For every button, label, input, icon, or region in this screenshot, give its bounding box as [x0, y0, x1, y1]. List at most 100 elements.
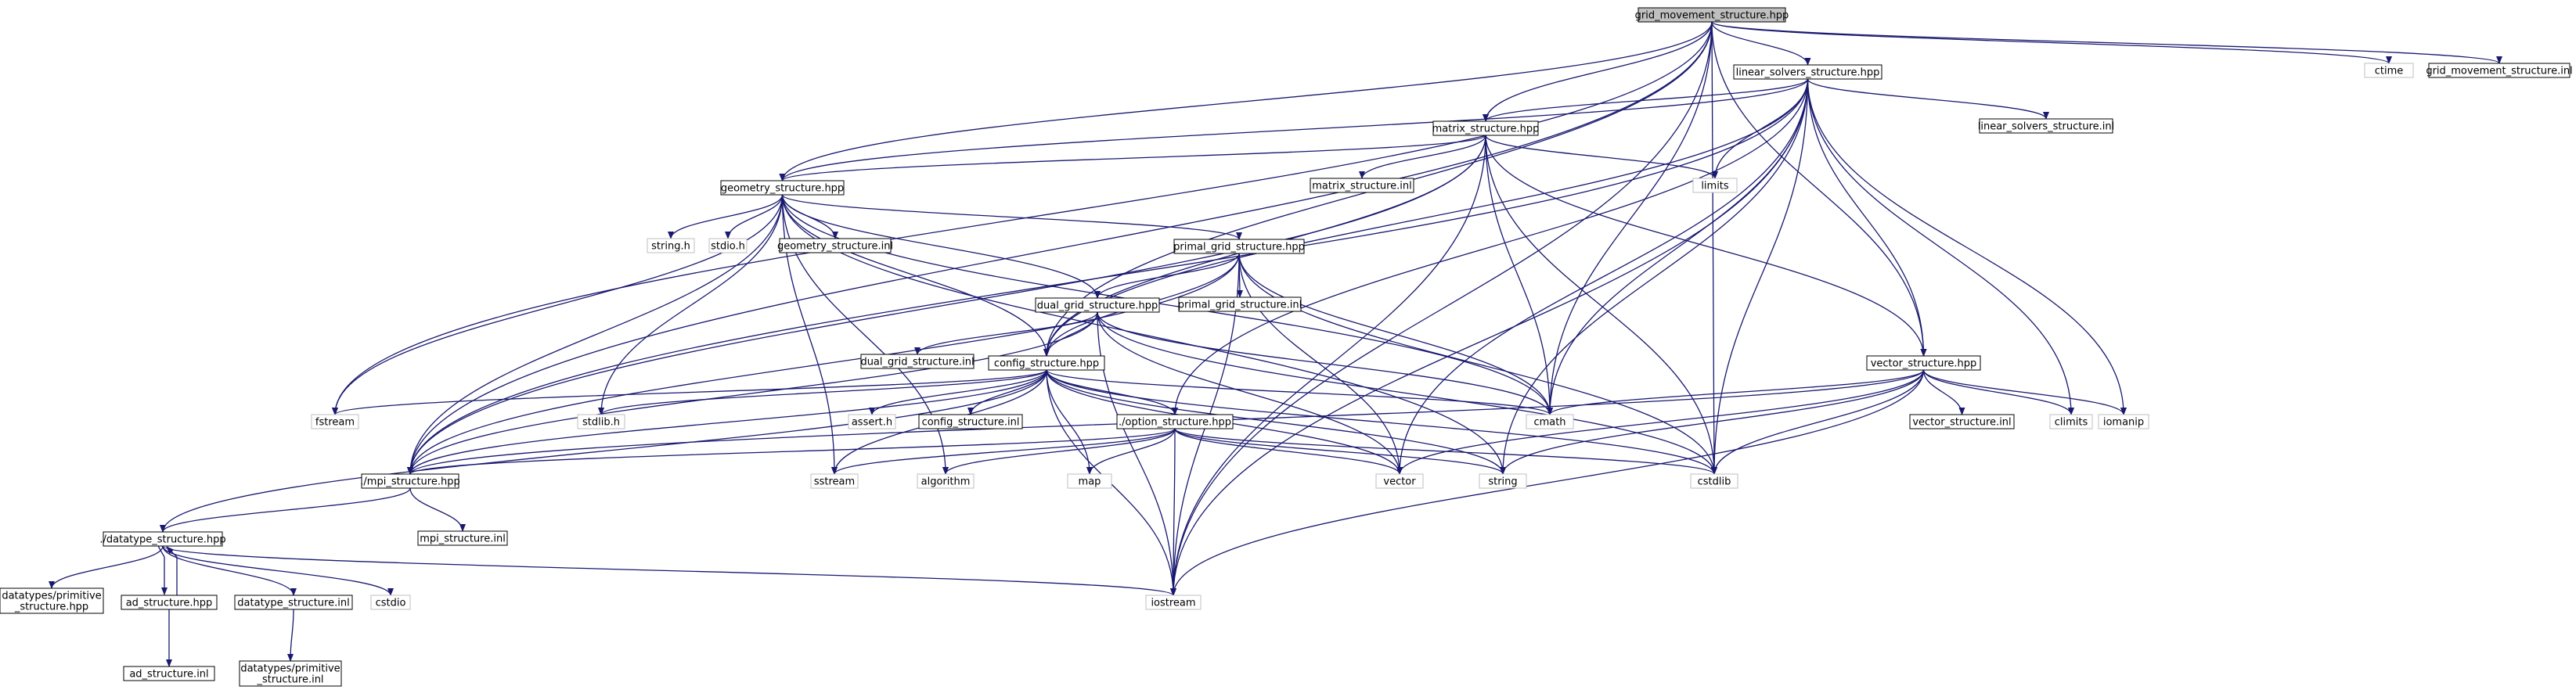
edge-root-to-lin	[1711, 21, 1811, 66]
edge-vecs-to-vecs_inl	[1922, 369, 1965, 415]
node-root[interactable]: grid_movement_structure.hpp	[1635, 7, 1789, 23]
node-label: config_structure.hpp	[994, 358, 1099, 370]
node-map: map	[1067, 473, 1112, 489]
node-label: ctime	[2375, 66, 2404, 77]
edge-dual-to-cstdlib	[1097, 311, 1717, 475]
node-geom_inl[interactable]: geometry_structure.inl	[777, 238, 893, 253]
edge-geom-to-stdioh	[725, 194, 784, 239]
node-matrix_inl[interactable]: matrix_structure.inl	[1310, 178, 1414, 193]
node-label: stdlib.h	[582, 417, 620, 429]
node-prim_hpp[interactable]: datatypes/primitive_structure.hpp	[0, 587, 104, 614]
edge-root-to-cmath	[1547, 21, 1713, 415]
node-primal_inl[interactable]: primal_grid_structure.inl	[1178, 296, 1302, 312]
node-label: geometry_structure.hpp	[721, 183, 844, 195]
edge-geom-to-dual	[781, 194, 1101, 299]
node-lin_inl[interactable]: linear_solvers_structure.inl	[1978, 118, 2115, 134]
node-box	[1116, 414, 1234, 429]
edge-matrix-to-limits	[1485, 135, 1718, 179]
node-box	[918, 414, 1023, 429]
node-label: cmath	[1533, 417, 1565, 429]
node-box	[917, 473, 975, 489]
node-label: assert.h	[852, 417, 892, 429]
node-prim_inl[interactable]: datatypes/primitive_structure.inl	[239, 660, 342, 687]
node-geom[interactable]: geometry_structure.hpp	[720, 180, 845, 196]
node-label: dual_grid_structure.hpp	[1037, 300, 1158, 312]
node-lin[interactable]: linear_solvers_structure.hpp	[1733, 64, 1882, 80]
edge-option-to-vector	[1174, 428, 1403, 475]
node-box	[1979, 118, 2113, 134]
edge-option-to-map	[1086, 428, 1176, 475]
node-grid_inl[interactable]: grid_movement_structure.inl	[2426, 63, 2573, 78]
edge-geom-to-config	[781, 194, 1050, 357]
node-box	[239, 660, 342, 687]
edge-primal-to-dual	[1094, 253, 1240, 299]
node-label: primal_grid_structure.inl	[1178, 300, 1302, 311]
node-box	[2364, 63, 2414, 78]
node-box	[1432, 120, 1539, 136]
node-label: map	[1079, 476, 1101, 488]
edge-ad-to-dtype	[166, 546, 178, 595]
edge-lin-to-cmath	[1547, 78, 1809, 415]
node-stdioh: stdio.h	[708, 238, 748, 253]
node-mpi_inl[interactable]: mpi_structure.inl	[417, 530, 508, 546]
edge-dtype-to-iostream	[162, 545, 1176, 596]
edge-lin-to-vector	[1396, 78, 1809, 475]
edge-geom-to-stringh	[668, 194, 784, 239]
node-label: climits	[2055, 417, 2088, 429]
edge-option-to-string	[1174, 428, 1506, 475]
edge-matrix-to-cstdlib	[1485, 135, 1717, 475]
edge-dual-to-mpi	[407, 311, 1098, 475]
node-box	[0, 587, 104, 614]
node-box	[1479, 473, 1527, 489]
edge-primal-to-cstdlib	[1238, 253, 1717, 475]
node-config_inl[interactable]: config_structure.inl	[918, 414, 1023, 429]
node-box	[647, 238, 695, 253]
node-limits: limits	[1692, 178, 1738, 193]
node-vecs[interactable]: vector_structure.hpp	[1866, 355, 1981, 371]
node-box	[2049, 414, 2093, 429]
edge-mpi-to-dtype	[160, 487, 411, 533]
node-iostream: iostream	[1145, 595, 1202, 610]
edge-mpi-to-mpi_inl	[409, 487, 466, 532]
node-dtype[interactable]: ./datatype_structure.hpp	[99, 531, 226, 547]
edge-config-to-fstream	[332, 369, 1047, 415]
node-primal[interactable]: primal_grid_structure.hpp	[1173, 239, 1305, 254]
edge-option-to-sstream	[831, 428, 1176, 475]
edge-lin-to-option	[1172, 78, 1809, 415]
node-dual_inl[interactable]: dual_grid_structure.inl	[860, 354, 975, 369]
node-label: geometry_structure.inl	[777, 241, 893, 253]
node-box	[1375, 473, 1424, 489]
node-cmath: cmath	[1526, 414, 1574, 429]
edge-dual-to-cmath	[1097, 311, 1553, 415]
node-label: stdio.h	[711, 241, 745, 253]
node-box	[2428, 63, 2571, 78]
node-dual[interactable]: dual_grid_structure.hpp	[1035, 297, 1160, 313]
edge-lin-to-climits	[1807, 78, 2074, 415]
node-box	[311, 414, 359, 429]
node-box	[417, 530, 508, 546]
node-label: iostream	[1151, 598, 1195, 609]
node-stdlibh: stdlib.h	[577, 414, 625, 429]
node-ad[interactable]: ad_structure.hpp	[121, 595, 218, 610]
edge-option-to-iostream	[1170, 428, 1177, 596]
node-label: matrix_structure.inl	[1312, 181, 1411, 192]
dependency-edges	[49, 21, 2502, 667]
node-box	[234, 595, 353, 610]
edge-geom-to-primal	[781, 194, 1242, 240]
node-mpi[interactable]: ./mpi_structure.hpp	[360, 473, 460, 489]
edge-geom-to-mpi	[407, 194, 784, 475]
node-vecs_inl[interactable]: vector_structure.inl	[1909, 414, 2015, 429]
node-matrix[interactable]: matrix_structure.hpp	[1432, 120, 1540, 136]
node-stringh: string.h	[647, 238, 695, 253]
node-label: algorithm	[921, 476, 971, 488]
edge-config-to-mpi	[407, 369, 1047, 475]
node-config[interactable]: config_structure.hpp	[988, 355, 1105, 371]
node-ad_inl[interactable]: ad_structure.inl	[123, 666, 215, 681]
node-dtype_inl[interactable]: datatype_structure.inl	[234, 595, 353, 610]
node-option[interactable]: ./option_structure.hpp	[1116, 414, 1234, 429]
edge-lin-to-string	[1500, 78, 1809, 475]
node-box	[1035, 297, 1160, 313]
node-cstdio: cstdio	[370, 595, 411, 610]
edge-lin-to-iomanip	[1807, 78, 2127, 415]
